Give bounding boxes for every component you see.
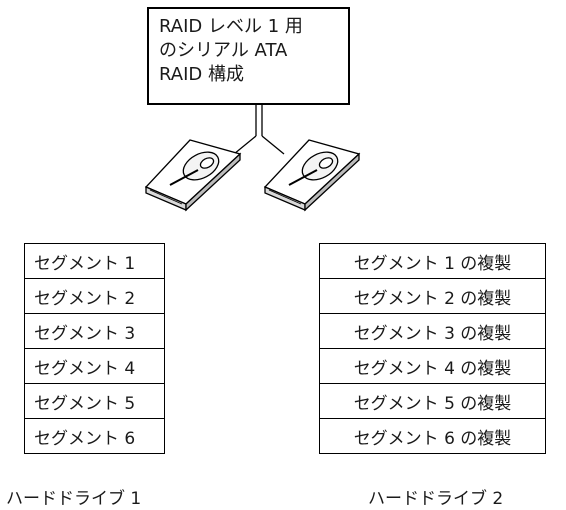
hard-drive-1-label: ハードドライブ 1: [6, 489, 142, 509]
drive-1-segment-cell: セグメント 1: [24, 243, 165, 279]
drive-2-segment-cell: セグメント 4 の複製: [319, 348, 546, 384]
drive-1-segment-table: セグメント 1 セグメント 2 セグメント 3 セグメント 4 セグメント 5 …: [24, 243, 165, 454]
drive-2-segment-table: セグメント 1 の複製 セグメント 2 の複製 セグメント 3 の複製 セグメン…: [319, 243, 546, 454]
drive-1-segment-cell: セグメント 5: [24, 383, 165, 419]
drive-1-segment-cell: セグメント 3: [24, 313, 165, 349]
title-line-2: のシリアル ATA: [159, 40, 288, 61]
drive-2-segment-cell: セグメント 5 の複製: [319, 383, 546, 419]
raid-config-title-box: RAID レベル 1 用 のシリアル ATA RAID 構成: [147, 7, 350, 105]
drive-2-segment-cell: セグメント 2 の複製: [319, 278, 546, 314]
hard-drive-2-icon: [263, 139, 361, 212]
drive-2-segment-cell: セグメント 6 の複製: [319, 418, 546, 454]
connector-cable: [233, 105, 285, 155]
hard-drive-1-icon: [144, 139, 242, 212]
drive-1-segment-cell: セグメント 4: [24, 348, 165, 384]
drive-1-segment-cell: セグメント 6: [24, 418, 165, 454]
title-line-3: RAID 構成: [159, 64, 244, 85]
title-line-1: RAID レベル 1 用: [159, 16, 303, 37]
hard-drive-2-label: ハードドライブ 2: [368, 489, 504, 509]
drives-illustration: [144, 105, 361, 212]
drive-2-segment-cell: セグメント 1 の複製: [319, 243, 546, 279]
drive-1-segment-cell: セグメント 2: [24, 278, 165, 314]
drive-2-segment-cell: セグメント 3 の複製: [319, 313, 546, 349]
